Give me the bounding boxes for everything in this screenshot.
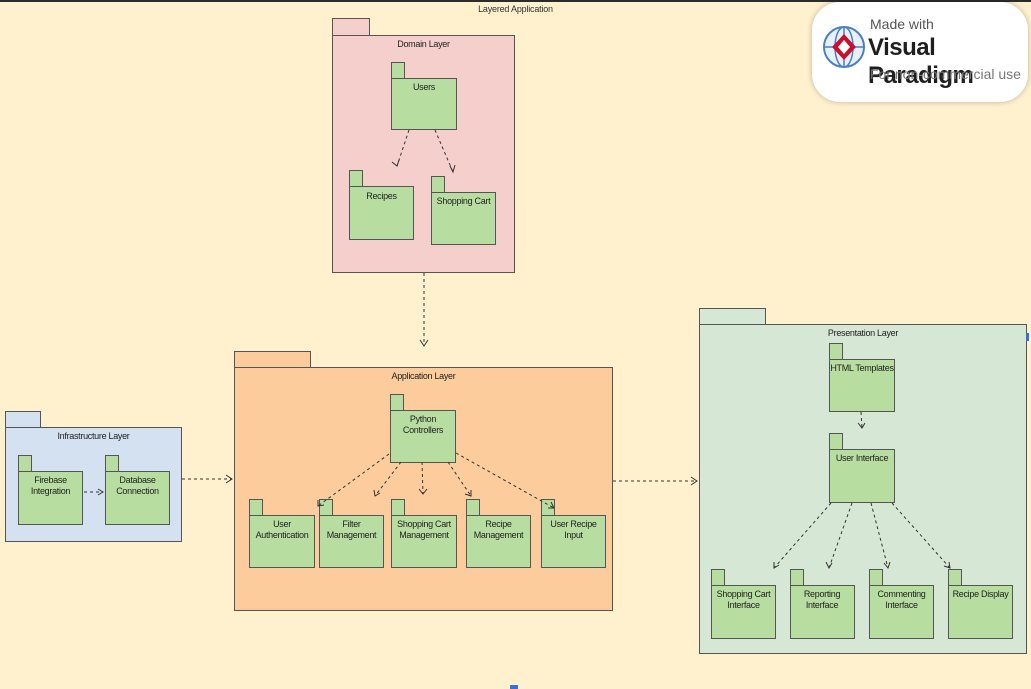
user-interface-package-tab	[829, 433, 843, 450]
application-layer[interactable]	[234, 367, 613, 611]
database-connection-package[interactable]	[105, 471, 170, 525]
recipe-management-package-tab	[466, 499, 480, 516]
shopping-cart-management-package-tab	[391, 499, 405, 516]
arrowhead-recipes	[391, 159, 400, 167]
commenting-interface-package-tab	[869, 569, 883, 586]
arrowhead-database	[97, 488, 104, 496]
shopping-cart-management-package[interactable]	[391, 515, 457, 568]
diagram-title: Layered Application	[478, 4, 553, 14]
logo-license-note: For non-commercial use	[870, 66, 1021, 82]
top-border	[0, 0, 1031, 2]
presentation-layer-label: Presentation Layer	[827, 328, 899, 338]
users-package-tab	[391, 62, 405, 79]
infrastructure-layer-tab	[5, 411, 41, 428]
recipe-display-package[interactable]	[948, 585, 1013, 639]
arrowheads	[97, 159, 951, 570]
user-authentication-package-label: User Authentication	[255, 519, 309, 540]
arrowhead-shopping-cart	[449, 164, 456, 174]
filter-management-package[interactable]	[319, 515, 384, 568]
database-connection-package-tab	[105, 455, 119, 472]
shopping-cart-package[interactable]	[431, 192, 496, 245]
arrowhead-application	[419, 339, 429, 347]
arrowhead-shopping-cart-interface	[773, 562, 780, 569]
selection-marker	[510, 685, 518, 689]
filter-management-package-label: Filter Management	[326, 519, 377, 540]
recipes-package-label: Recipes	[366, 191, 397, 201]
reporting-interface-package[interactable]	[790, 585, 855, 639]
arrowhead-commenting-interface	[883, 561, 891, 570]
python-controllers-package-label: Python Controllers	[402, 414, 444, 435]
edge-controllers-filter	[374, 461, 402, 497]
globe-icon	[823, 26, 865, 68]
logo-made-with: Made with	[870, 16, 934, 32]
arrowhead-user-recipe-input	[548, 501, 555, 509]
firebase-integration-package[interactable]	[18, 471, 83, 525]
firebase-integration-package-label: Firebase Integration	[30, 475, 71, 496]
shopping-cart-package-label: Shopping Cart	[436, 196, 491, 206]
logo-brand: Visual Paradigm	[868, 34, 974, 89]
user-authentication-package[interactable]	[249, 515, 315, 568]
arrowhead-shopping-cart-management	[418, 488, 428, 495]
users-package-label: Users	[412, 82, 435, 92]
arrowhead-authentication	[317, 500, 325, 507]
commenting-interface-package-label: Commenting Interface	[877, 589, 926, 610]
filter-management-package-tab	[319, 499, 333, 516]
selection-marker	[1026, 333, 1029, 341]
arrowhead-infra-to-app	[225, 474, 233, 484]
shopping-cart-management-package-label: Shopping Cart Management	[397, 519, 451, 540]
python-controllers-package[interactable]	[390, 410, 456, 463]
presentation-layer-tab	[699, 308, 766, 325]
shopping-cart-package-tab	[431, 176, 445, 193]
recipes-package-tab	[349, 170, 363, 187]
users-package[interactable]	[391, 78, 457, 130]
arrowhead-filter	[373, 489, 381, 497]
recipe-display-package-label: Recipe Display	[952, 589, 1009, 599]
arrowhead-user-interface	[857, 422, 866, 429]
commenting-interface-package[interactable]	[869, 585, 934, 639]
user-recipe-input-package[interactable]	[541, 515, 606, 568]
shopping-cart-interface-package-tab	[711, 569, 725, 586]
application-layer-label: Application Layer	[391, 371, 456, 381]
edge-html-templates-user-interface	[860, 411, 863, 429]
arrowhead-recipe-management	[464, 490, 472, 497]
application-layer-tab	[234, 351, 311, 368]
edge-controllers-authentication	[317, 453, 390, 507]
recipes-package[interactable]	[349, 186, 414, 240]
edge-ui-recipe-display	[891, 502, 951, 569]
firebase-integration-package-tab	[18, 455, 32, 472]
html-templates-package-label: HTML Templates	[830, 363, 894, 373]
reporting-interface-package-tab	[790, 569, 804, 586]
edge-ui-commenting-interface	[870, 502, 889, 569]
recipe-display-package-tab	[948, 569, 962, 586]
shopping-cart-interface-package[interactable]	[711, 585, 776, 639]
edge-controllers-shopping-cart-management	[421, 461, 424, 495]
edge-controllers-recipe-management	[447, 461, 472, 497]
edge-ui-shopping-cart-interface	[773, 502, 832, 569]
arrowhead-reporting-interface	[825, 561, 833, 570]
html-templates-package[interactable]	[829, 359, 895, 412]
edge-controllers-user-recipe-input	[455, 452, 555, 509]
edge-ui-reporting-interface	[828, 502, 853, 569]
domain-layer-label: Domain Layer	[397, 39, 450, 49]
recipe-management-package[interactable]	[466, 515, 531, 568]
python-controllers-package-tab	[390, 394, 404, 411]
domain-layer-tab	[332, 18, 370, 36]
recipe-management-package-label: Recipe Management	[473, 519, 524, 540]
visual-paradigm-logo: Made with Visual Paradigm For non-commer…	[812, 2, 1028, 102]
arrowhead-recipe-display	[943, 561, 951, 569]
database-connection-package-label: Database Connection	[116, 475, 159, 496]
shopping-cart-interface-package-label: Shopping Cart Interface	[716, 589, 771, 610]
user-interface-package[interactable]	[829, 449, 895, 503]
html-templates-package-tab	[829, 343, 843, 360]
arrowhead-app-to-presentation	[690, 476, 698, 486]
user-interface-package-label: User Interface	[835, 453, 889, 463]
infrastructure-layer-label: Infrastructure Layer	[57, 431, 130, 441]
edge-users-shopping-cart	[434, 129, 454, 173]
reporting-interface-package-label: Reporting Interface	[803, 589, 841, 610]
user-authentication-package-tab	[249, 499, 263, 516]
user-recipe-input-package-label: User Recipe Input	[550, 519, 597, 540]
